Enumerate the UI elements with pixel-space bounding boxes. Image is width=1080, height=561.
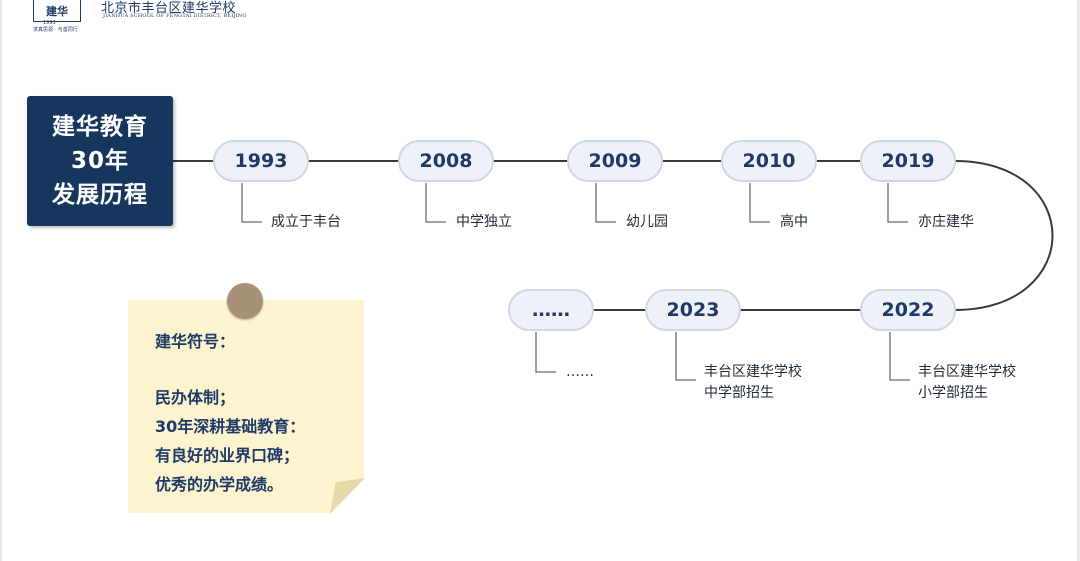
event-2019: 亦庄建华 xyxy=(918,214,974,230)
note-line-1: 民办体制； xyxy=(155,388,236,407)
year-pill-2019: 2019 xyxy=(860,140,956,182)
event-2010: 高中 xyxy=(780,214,808,230)
year-pill-more: …… xyxy=(508,289,594,331)
year-pill-2023: 2023 xyxy=(645,289,741,331)
event-more: …… xyxy=(566,364,594,380)
hook-2023 xyxy=(675,332,696,381)
note-line-2: 30年深耕基础教育： xyxy=(155,417,306,436)
event-2023-line-2: 中学部招生 xyxy=(704,385,774,401)
hook-2022 xyxy=(889,332,910,381)
event-2022-line-2: 小学部招生 xyxy=(918,385,988,401)
year-pill-2009: 2009 xyxy=(567,140,663,182)
sticky-note xyxy=(128,300,364,513)
school-name-english: JIANHUA SCHOOL OF FENGTAI DISTRICT, BEIJ… xyxy=(103,13,247,19)
title-line-1: 建华教育 xyxy=(52,114,148,140)
timeline-title-box: 建华教育 30年 发展历程 xyxy=(27,96,173,226)
hook-2008 xyxy=(425,183,446,223)
school-logo: 建华 xyxy=(33,0,81,22)
note-heading: 建华符号： xyxy=(155,332,236,351)
hook-1993 xyxy=(241,183,262,223)
hook-2019 xyxy=(887,183,908,223)
logo-slogan: 求真思源 · 与善同行 xyxy=(33,27,78,33)
right-curve-line xyxy=(954,160,1054,311)
year-pill-2010: 2010 xyxy=(721,140,817,182)
hook-2010 xyxy=(749,183,770,223)
school-name: 北京市丰台区建华学校 xyxy=(101,1,237,16)
event-1993: 成立于丰台 xyxy=(271,214,341,230)
title-line-3: 发展历程 xyxy=(52,182,148,208)
year-pill-2008: 2008 xyxy=(398,140,494,182)
title-line-2: 30年 xyxy=(70,148,129,174)
event-2023-line-1: 丰台区建华学校 xyxy=(704,364,802,380)
logo-year: 1993 xyxy=(43,20,56,26)
event-2009: 幼儿园 xyxy=(626,214,668,230)
hook-more xyxy=(535,332,556,373)
pin-icon xyxy=(227,283,263,319)
logo-text: 建华 xyxy=(46,4,68,18)
left-frame-edge xyxy=(0,0,2,561)
year-pill-1993: 1993 xyxy=(213,140,309,182)
right-frame-edge xyxy=(1077,0,1080,561)
note-line-3: 有良好的业界口碑； xyxy=(155,446,300,465)
event-2022-line-1: 丰台区建华学校 xyxy=(918,364,1016,380)
year-pill-2022: 2022 xyxy=(860,289,956,331)
hook-2009 xyxy=(595,183,616,223)
event-2008: 中学独立 xyxy=(456,214,512,230)
note-line-4: 优秀的办学成绩。 xyxy=(155,475,284,494)
